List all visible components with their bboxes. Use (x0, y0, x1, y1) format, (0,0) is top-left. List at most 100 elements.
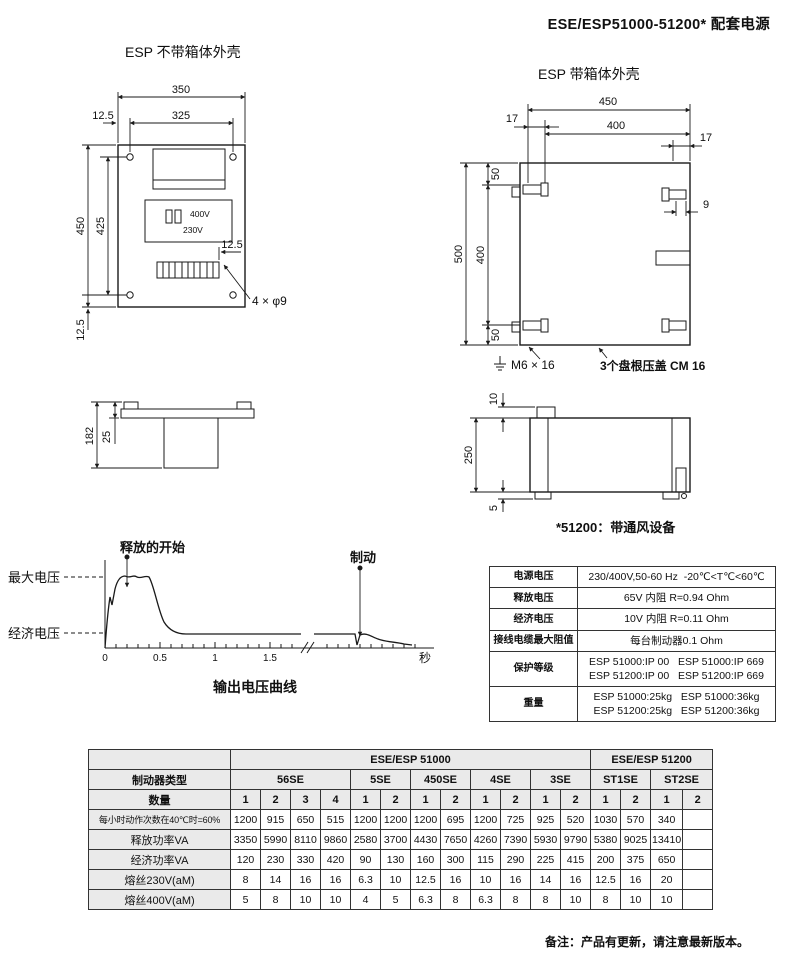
value-cell: 5990 (260, 829, 291, 850)
qty-cell: 1 (410, 789, 441, 810)
value-cell: 9025 (620, 829, 651, 850)
dim-425: 425 (95, 217, 107, 235)
spec-row-label: 电源电压 (489, 565, 578, 589)
spec-value-line: 10V 内阻 R=0.11 Ohm (624, 613, 729, 626)
value-cell: 300 (440, 849, 471, 870)
value-cell: 330 (290, 849, 321, 870)
value-cell: 8 (260, 889, 291, 910)
series-header-cell: ESE/ESP 51200 (589, 749, 714, 770)
value-cell: 10 (649, 889, 684, 910)
value-cell: 120 (230, 849, 261, 870)
spec-row-label: 重量 (489, 686, 578, 723)
value-cell: 9790 (560, 829, 591, 850)
spec-row-value: 65V 内阻 R=0.94 Ohm (577, 587, 776, 610)
qty-cell: 1 (590, 789, 621, 810)
qty-cell: 4 (320, 789, 351, 810)
footnote: 备注：产品有更新，请注意最新版本。 (545, 935, 750, 949)
value-cell: 9860 (320, 829, 351, 850)
value-cell: 915 (260, 809, 291, 830)
dim-500: 500 (453, 245, 465, 263)
right-front-dimensions (460, 104, 702, 360)
value-cell: 650 (290, 809, 321, 830)
curve-label-brake: 制动 (350, 550, 376, 565)
value-cell (682, 809, 714, 830)
spec-row-label: 接线电缆最大阻值 (489, 629, 578, 652)
spec-value-line: ESP 51200:IP 00 ESP 51200:IP 669 (589, 669, 764, 682)
spec-value-line: 230/400V,50-60 Hz -20℃<T℃<60℃ (588, 571, 765, 583)
spec-value-line: 65V 内阻 R=0.94 Ohm (623, 592, 730, 605)
value-cell: 375 (620, 849, 651, 870)
value-cell: 8 (500, 889, 531, 910)
value-cell: 14 (260, 869, 291, 890)
dim-400-top: 400 (607, 120, 625, 132)
right-drawing-title: ESP 带箱体外壳 (538, 66, 640, 82)
row-label-cell: 熔丝400V(aM) (88, 889, 231, 910)
value-cell: 10 (380, 869, 411, 890)
left-front-view (117, 144, 246, 308)
dim-450: 450 (75, 217, 87, 235)
value-cell: 12.5 (590, 869, 621, 890)
brake-type-cell: ST1SE (590, 769, 651, 790)
spec-row-value: 每台制动器0.1 Ohm (577, 629, 776, 652)
value-cell: 1200 (230, 809, 261, 830)
dim-325: 325 (172, 110, 190, 122)
curve-tick-0: 0 (102, 653, 108, 664)
value-cell: 5930 (530, 829, 561, 850)
curve-unit-seconds: 秒 (419, 651, 431, 665)
value-cell: 3350 (230, 829, 261, 850)
value-cell: 515 (320, 809, 351, 830)
curve-tick-05: 0.5 (153, 653, 167, 664)
qty-cell: 1 (649, 789, 684, 810)
row-label-cell: 每小时动作次数在40℃时=60% (88, 809, 231, 830)
value-cell (682, 869, 714, 890)
dim-182: 182 (84, 427, 96, 445)
dim-50-bottom: 50 (490, 329, 502, 341)
value-cell: 16 (320, 869, 351, 890)
label-screw-m6: M6 × 16 (511, 358, 555, 372)
value-cell: 650 (649, 849, 684, 870)
qty-cell: 2 (560, 789, 591, 810)
value-cell: 1200 (470, 809, 501, 830)
value-cell: 1200 (410, 809, 441, 830)
value-cell: 16 (290, 869, 321, 890)
value-cell: 16 (620, 869, 651, 890)
value-cell: 115 (470, 849, 501, 870)
value-cell: 16 (560, 869, 591, 890)
right-side-view (529, 406, 691, 500)
value-cell (682, 889, 714, 910)
value-cell: 2580 (350, 829, 381, 850)
value-cell: 13410 (649, 829, 684, 850)
value-cell: 16 (440, 869, 471, 890)
value-cell: 5 (380, 889, 411, 910)
value-cell: 20 (649, 869, 684, 890)
value-cell: 6.3 (470, 889, 501, 910)
value-cell: 7650 (440, 829, 471, 850)
value-cell: 14 (530, 869, 561, 890)
value-cell: 8 (530, 889, 561, 910)
value-cell: 1200 (350, 809, 381, 830)
value-cell: 415 (560, 849, 591, 870)
dim-25: 25 (101, 431, 113, 443)
left-front-dimensions (82, 92, 251, 330)
value-cell: 230 (260, 849, 291, 870)
voltage-curve-chart (64, 554, 434, 654)
spec-value-line: ESP 51000:IP 00 ESP 51000:IP 669 (589, 655, 764, 668)
value-cell (682, 849, 714, 870)
value-cell: 4430 (410, 829, 441, 850)
left-side-dimensions (91, 401, 162, 469)
curve-tick-15: 1.5 (263, 653, 277, 664)
label-230v: 230V (183, 225, 203, 235)
spec-row-value: 230/400V,50-60 Hz -20℃<T℃<60℃ (577, 565, 776, 589)
